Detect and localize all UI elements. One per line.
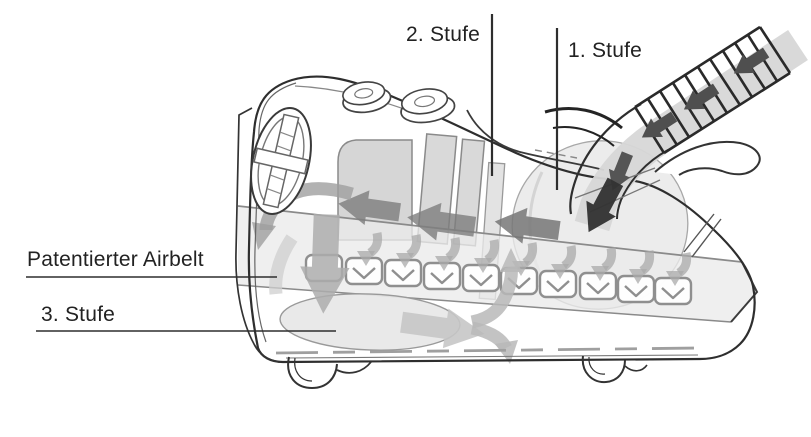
leader-lines: [26, 14, 559, 332]
label-stage1: 1. Stufe: [568, 39, 642, 62]
label-stage2: 2. Stufe: [406, 23, 480, 46]
rear-wheel: [581, 355, 648, 384]
control-knobs: [342, 81, 456, 124]
body-outline: [235, 75, 756, 364]
front-caster-wheel: [287, 356, 372, 390]
rear-handle: [654, 140, 761, 176]
exhaust-grille: [250, 107, 312, 215]
labels: 2. Stufe 1. Stufe Patentierter Airbelt 3…: [27, 23, 642, 326]
label-stage3: 3. Stufe: [41, 303, 115, 326]
exhaust-airflow-arrows: [398, 248, 522, 364]
label-airbelt: Patentierter Airbelt: [27, 248, 204, 271]
